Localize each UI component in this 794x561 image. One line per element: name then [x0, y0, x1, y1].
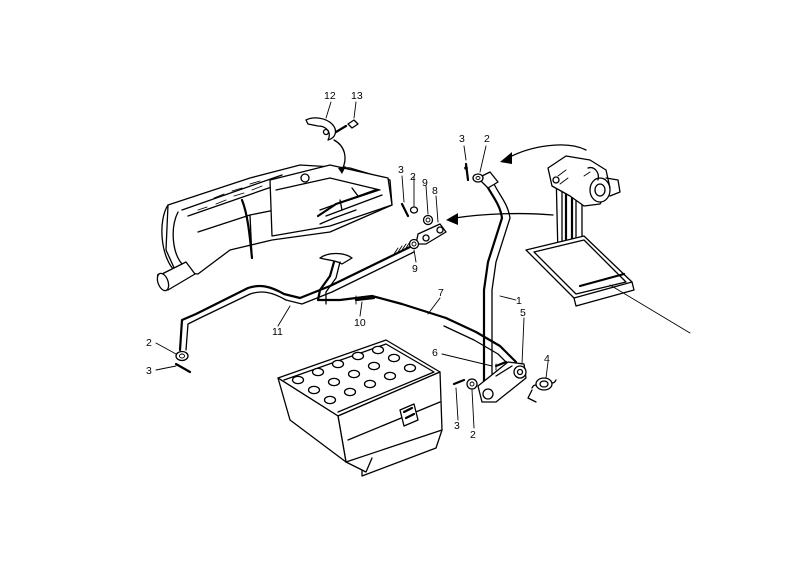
callout-1: 1 [516, 295, 522, 307]
callout-2-upper: 2 [410, 171, 416, 183]
washer-part-2-bottom [466, 378, 478, 390]
callout-6: 6 [432, 347, 438, 359]
callout-2-top: 2 [484, 133, 490, 145]
battery-box [277, 339, 443, 477]
callout-3-upper: 3 [398, 164, 404, 176]
washer-part-2-upper [409, 206, 419, 214]
cotter-pin-part-3-left [174, 362, 192, 374]
callout-2-bottom: 2 [470, 429, 476, 441]
long-linkage-rod-part-11 [178, 241, 448, 352]
callout-9-upper: 9 [422, 177, 428, 189]
washer-part-2-top [472, 173, 484, 183]
callout-13: 13 [351, 90, 363, 102]
callout-3-top: 3 [459, 133, 465, 145]
pin-part-6 [494, 360, 508, 371]
leader-lines [155, 101, 549, 429]
nut-part-9-upper [422, 214, 434, 226]
spring-part-4 [527, 377, 557, 403]
bracket-part-8 [415, 223, 447, 245]
callout-5: 5 [520, 307, 526, 319]
callout-12: 12 [324, 90, 336, 102]
callout-10: 10 [354, 317, 366, 329]
callout-labels: 12 13 3 2 3 2 9 8 9 1 7 10 11 2 3 5 6 4 … [146, 90, 550, 441]
nut-part-9-lower [408, 238, 420, 250]
engine-block [156, 139, 393, 292]
pin-part-10 [354, 295, 376, 305]
callout-9-lower: 9 [412, 263, 418, 275]
battery-latch [399, 403, 419, 427]
cotter-pin-part-3-top [464, 162, 470, 182]
callout-11: 11 [272, 326, 283, 338]
pivot-lever-part-5 [477, 361, 527, 403]
callout-7: 7 [438, 287, 444, 299]
callout-4: 4 [544, 353, 550, 365]
callout-8: 8 [432, 185, 438, 197]
cotter-pin-part-3-bottom [452, 378, 466, 386]
hook-lever-part-12 [305, 117, 359, 141]
washer-part-2-left [175, 350, 189, 362]
cotter-pin-part-3-upper [400, 202, 410, 218]
callout-3-bottom: 3 [454, 420, 460, 432]
cross-rod-part-7 [443, 316, 518, 369]
carburetor-assembly [446, 144, 691, 334]
callout-3-left: 3 [146, 365, 152, 377]
battery-cells [291, 345, 417, 405]
callout-2-left: 2 [146, 337, 152, 349]
